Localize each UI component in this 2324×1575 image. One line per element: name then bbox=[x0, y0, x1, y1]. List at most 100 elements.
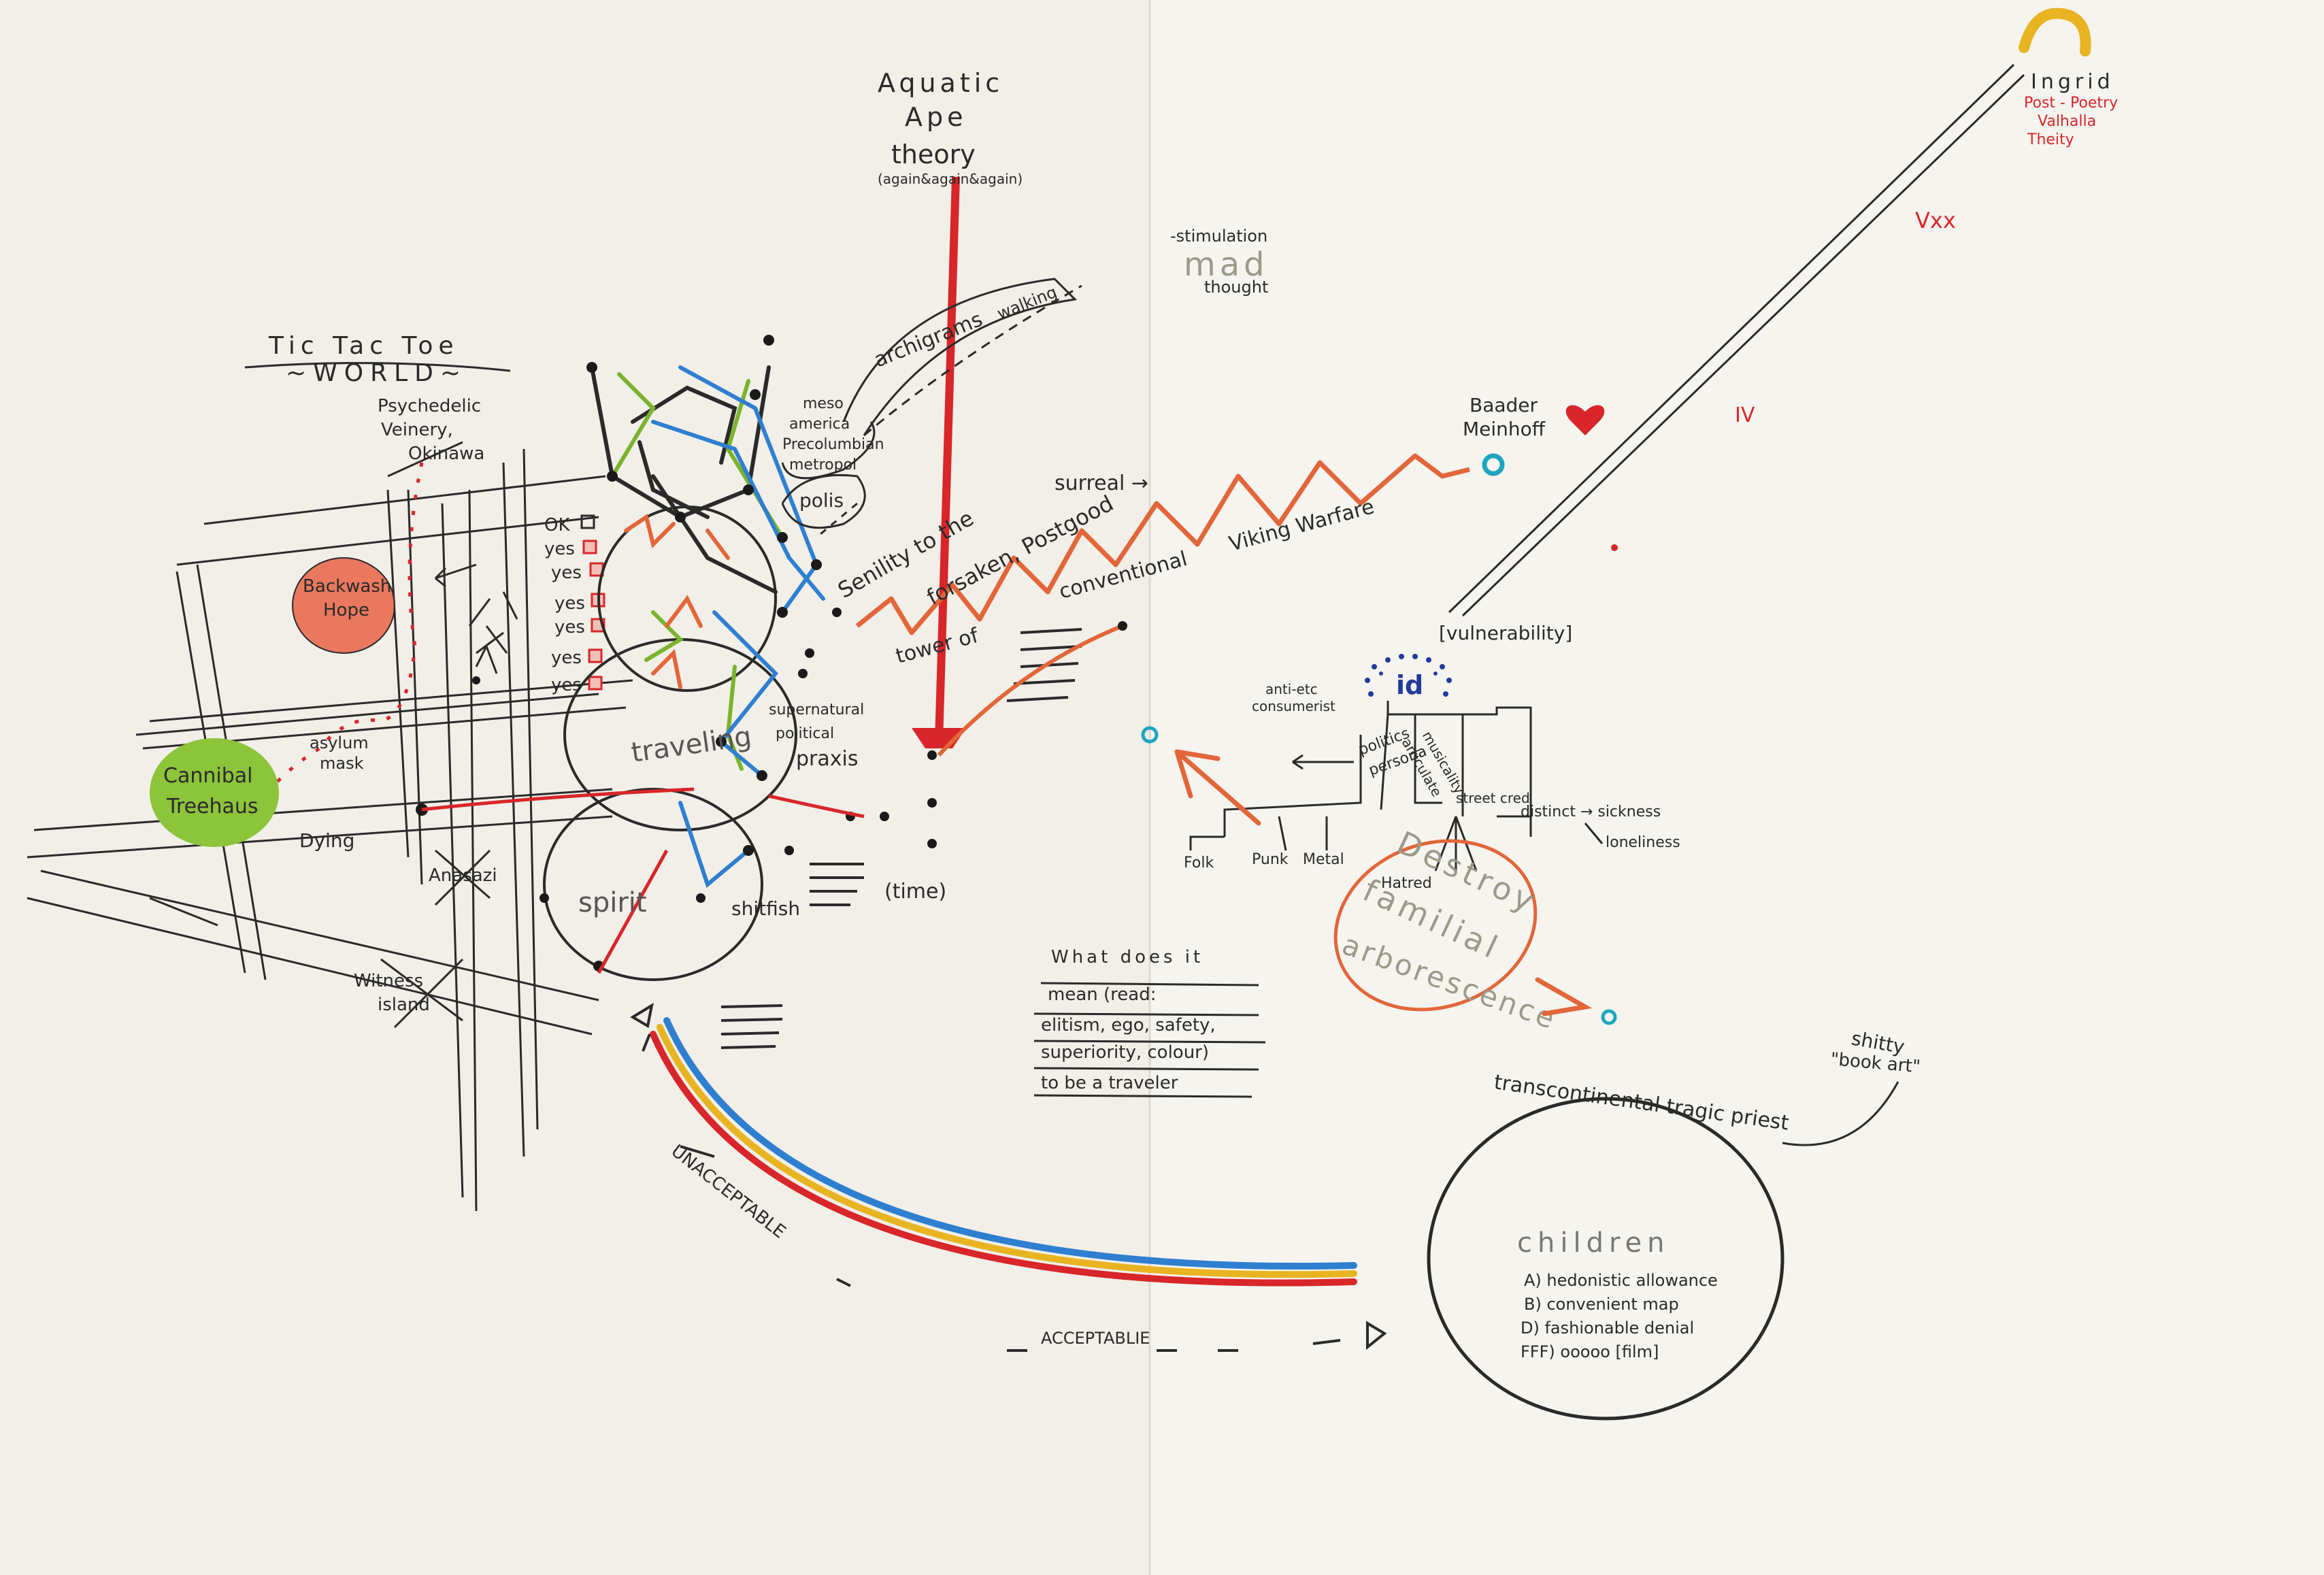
red-dotted-path bbox=[257, 462, 424, 804]
orange-arrow-down bbox=[1535, 977, 1593, 1016]
aquatic-ape-pole bbox=[935, 176, 960, 742]
baader-node bbox=[1482, 453, 1505, 476]
red-line-time bbox=[768, 794, 865, 818]
tic-tac-toe-label: Tic Tac Toe bbox=[268, 332, 459, 360]
again-label: (again&again&again) bbox=[878, 171, 1023, 187]
stimulation-label: -stimulation bbox=[1170, 227, 1267, 246]
id-tree-lines bbox=[1189, 701, 1532, 872]
blue-node-1 bbox=[1141, 726, 1159, 744]
familial-circle bbox=[1333, 839, 1538, 1012]
dying-label: Dying bbox=[299, 829, 354, 852]
polis-bubble bbox=[781, 474, 866, 529]
id-label: id bbox=[1396, 670, 1423, 700]
checkbox-1 bbox=[582, 540, 597, 554]
children-label: children bbox=[1517, 1227, 1670, 1259]
hope-label: Hope bbox=[323, 600, 369, 620]
yes-item-3: yes bbox=[554, 593, 585, 614]
punk-label: Punk bbox=[1252, 851, 1289, 868]
hatred-label: Hatred bbox=[1381, 875, 1432, 892]
treehaus-label: Treehaus bbox=[166, 795, 259, 818]
precolumbian-label: Precolumbian bbox=[782, 436, 884, 453]
paper-right-half bbox=[1150, 0, 2324, 1575]
checkbox-5 bbox=[588, 648, 603, 663]
mask-label: mask bbox=[320, 754, 364, 773]
stick-network bbox=[590, 365, 825, 889]
blue-node-2 bbox=[1601, 1009, 1617, 1025]
heart-icon bbox=[1565, 405, 1605, 435]
what-line-3: elitism, ego, safety, bbox=[1041, 1015, 1216, 1035]
thought-label: thought bbox=[1204, 278, 1268, 297]
time-label: (time) bbox=[884, 880, 946, 903]
acceptable-dashes bbox=[680, 1145, 1341, 1352]
arrow-triangle-start bbox=[630, 1002, 654, 1029]
backwash-hope-blob bbox=[293, 558, 395, 653]
cannibal-treehaus-blob bbox=[150, 738, 279, 847]
consumerist-label: consumerist bbox=[1252, 698, 1335, 714]
ingrid-label: Ingrid bbox=[2031, 70, 2114, 94]
post-poetry-label: Post - Poetry bbox=[2024, 95, 2118, 112]
yes-item-1: yes bbox=[544, 539, 575, 559]
traveler-note: What does it mean (read: elitism, ego, s… bbox=[1033, 947, 1266, 1098]
loneliness-label: loneliness bbox=[1606, 834, 1680, 851]
mad-label: mad bbox=[1184, 246, 1269, 284]
valhalla-label: Valhalla bbox=[2038, 113, 2096, 130]
anti-etc-label: anti-etc bbox=[1265, 681, 1318, 697]
polis-label: polis bbox=[799, 489, 844, 512]
acceptable-label: ACCEPTABLIE bbox=[1041, 1329, 1150, 1348]
ape-label: Ape bbox=[905, 102, 967, 132]
red-line-spirit bbox=[421, 787, 695, 812]
yes-item-5: yes bbox=[551, 648, 582, 668]
checkbox-list bbox=[580, 514, 605, 691]
praxis-label: praxis bbox=[796, 747, 858, 771]
checkbox-ok bbox=[580, 514, 595, 529]
metal-label: Metal bbox=[1303, 851, 1344, 868]
diagonal-rails bbox=[1448, 63, 2025, 617]
children-item-b: B) convenient map bbox=[1524, 1295, 1679, 1314]
orange-scribbles bbox=[624, 514, 730, 689]
what-line-1: What does it bbox=[1051, 947, 1204, 967]
orange-arrow-up bbox=[1174, 749, 1261, 826]
surreal-label: surreal → bbox=[1055, 471, 1148, 495]
asylum-label: asylum bbox=[310, 733, 369, 752]
witness-label: Witness bbox=[354, 971, 423, 991]
cannibal-label: Cannibal bbox=[163, 764, 252, 788]
what-line-2: mean (read: bbox=[1048, 984, 1156, 1005]
hatch-marks bbox=[720, 628, 1082, 1049]
distinct-label: distinct → sickness bbox=[1521, 803, 1661, 820]
spirit-label: spirit bbox=[578, 887, 647, 918]
meinhoff-label: Meinhoff bbox=[1463, 418, 1546, 440]
vxx-label: Vxx bbox=[1915, 208, 1956, 233]
orange-line-center bbox=[937, 624, 1124, 757]
psychedelic-label: Psychedelic bbox=[378, 396, 481, 416]
street-cred-label: street cred bbox=[1456, 790, 1530, 806]
red-line-spirit-2 bbox=[597, 849, 669, 974]
iv-label: IV bbox=[1735, 403, 1755, 427]
what-line-5: to be a traveler bbox=[1041, 1073, 1178, 1093]
metropol-label: metropol bbox=[789, 457, 857, 474]
political-label: political bbox=[776, 725, 834, 742]
children-item-fff: FFF) ooooo [film] bbox=[1521, 1342, 1659, 1361]
veinery-label: Veinery, bbox=[381, 420, 453, 440]
aquatic-label: Aquatic bbox=[878, 68, 1003, 98]
yes-item-4: yes bbox=[554, 617, 585, 637]
rainbow-arc bbox=[650, 1017, 1357, 1287]
theory-label: theory bbox=[891, 139, 976, 169]
checkbox-6 bbox=[588, 676, 603, 691]
children-item-a: A) hedonistic allowance bbox=[1524, 1271, 1718, 1290]
id-dots bbox=[1365, 654, 1452, 697]
ingrid-halo bbox=[2019, 7, 2091, 56]
vulnerability-label: [vulnerability] bbox=[1439, 622, 1572, 644]
left-grid-tails bbox=[135, 693, 599, 927]
baader-label: Baader bbox=[1470, 394, 1538, 416]
arrow-triangle-end bbox=[1366, 1321, 1387, 1350]
meso-label: meso bbox=[803, 395, 844, 412]
yes-item-2: yes bbox=[551, 563, 582, 583]
archigrams-arc bbox=[842, 278, 1078, 436]
backwash-label: Backwash bbox=[303, 576, 391, 597]
shitfish-label: shitfish bbox=[731, 897, 800, 920]
theity-label: Theity bbox=[2027, 131, 2074, 148]
america-label: america bbox=[789, 416, 850, 433]
ok-yes-list: OK yes yes yes yes yes yes bbox=[544, 515, 585, 695]
folk-label: Folk bbox=[1184, 855, 1214, 872]
